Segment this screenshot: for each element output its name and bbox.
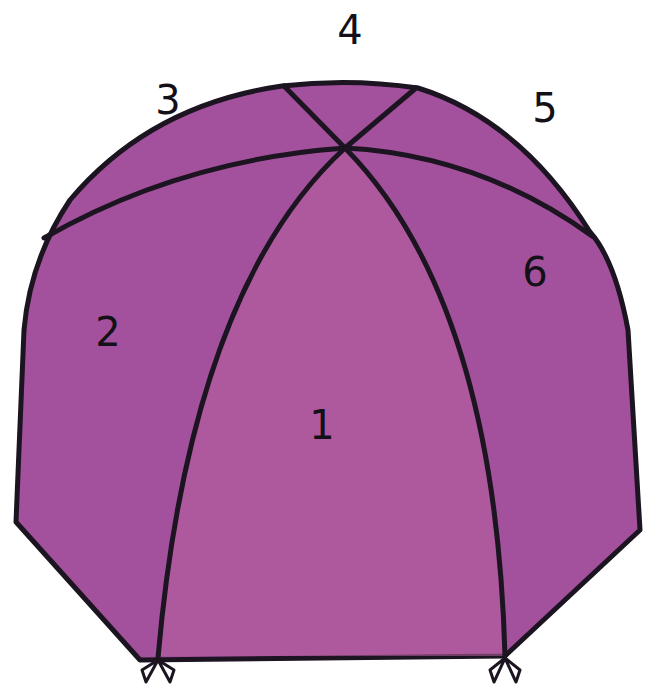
pole-seam bbox=[345, 148, 505, 656]
pole-seam bbox=[158, 148, 345, 658]
pole-seam bbox=[44, 148, 345, 238]
callout-number: 6 bbox=[522, 252, 547, 292]
callout-number: 3 bbox=[155, 80, 180, 120]
tent-body bbox=[16, 82, 640, 660]
callout-number: 2 bbox=[95, 312, 120, 352]
tie-bow bbox=[142, 660, 174, 682]
pole-seam bbox=[345, 88, 416, 148]
tie-bow bbox=[490, 658, 520, 682]
panel-shade bbox=[160, 148, 505, 656]
pole-seam bbox=[284, 86, 345, 148]
callout-number: 5 bbox=[532, 88, 557, 128]
callout-number: 1 bbox=[309, 405, 334, 445]
callout-number: 4 bbox=[337, 10, 362, 50]
